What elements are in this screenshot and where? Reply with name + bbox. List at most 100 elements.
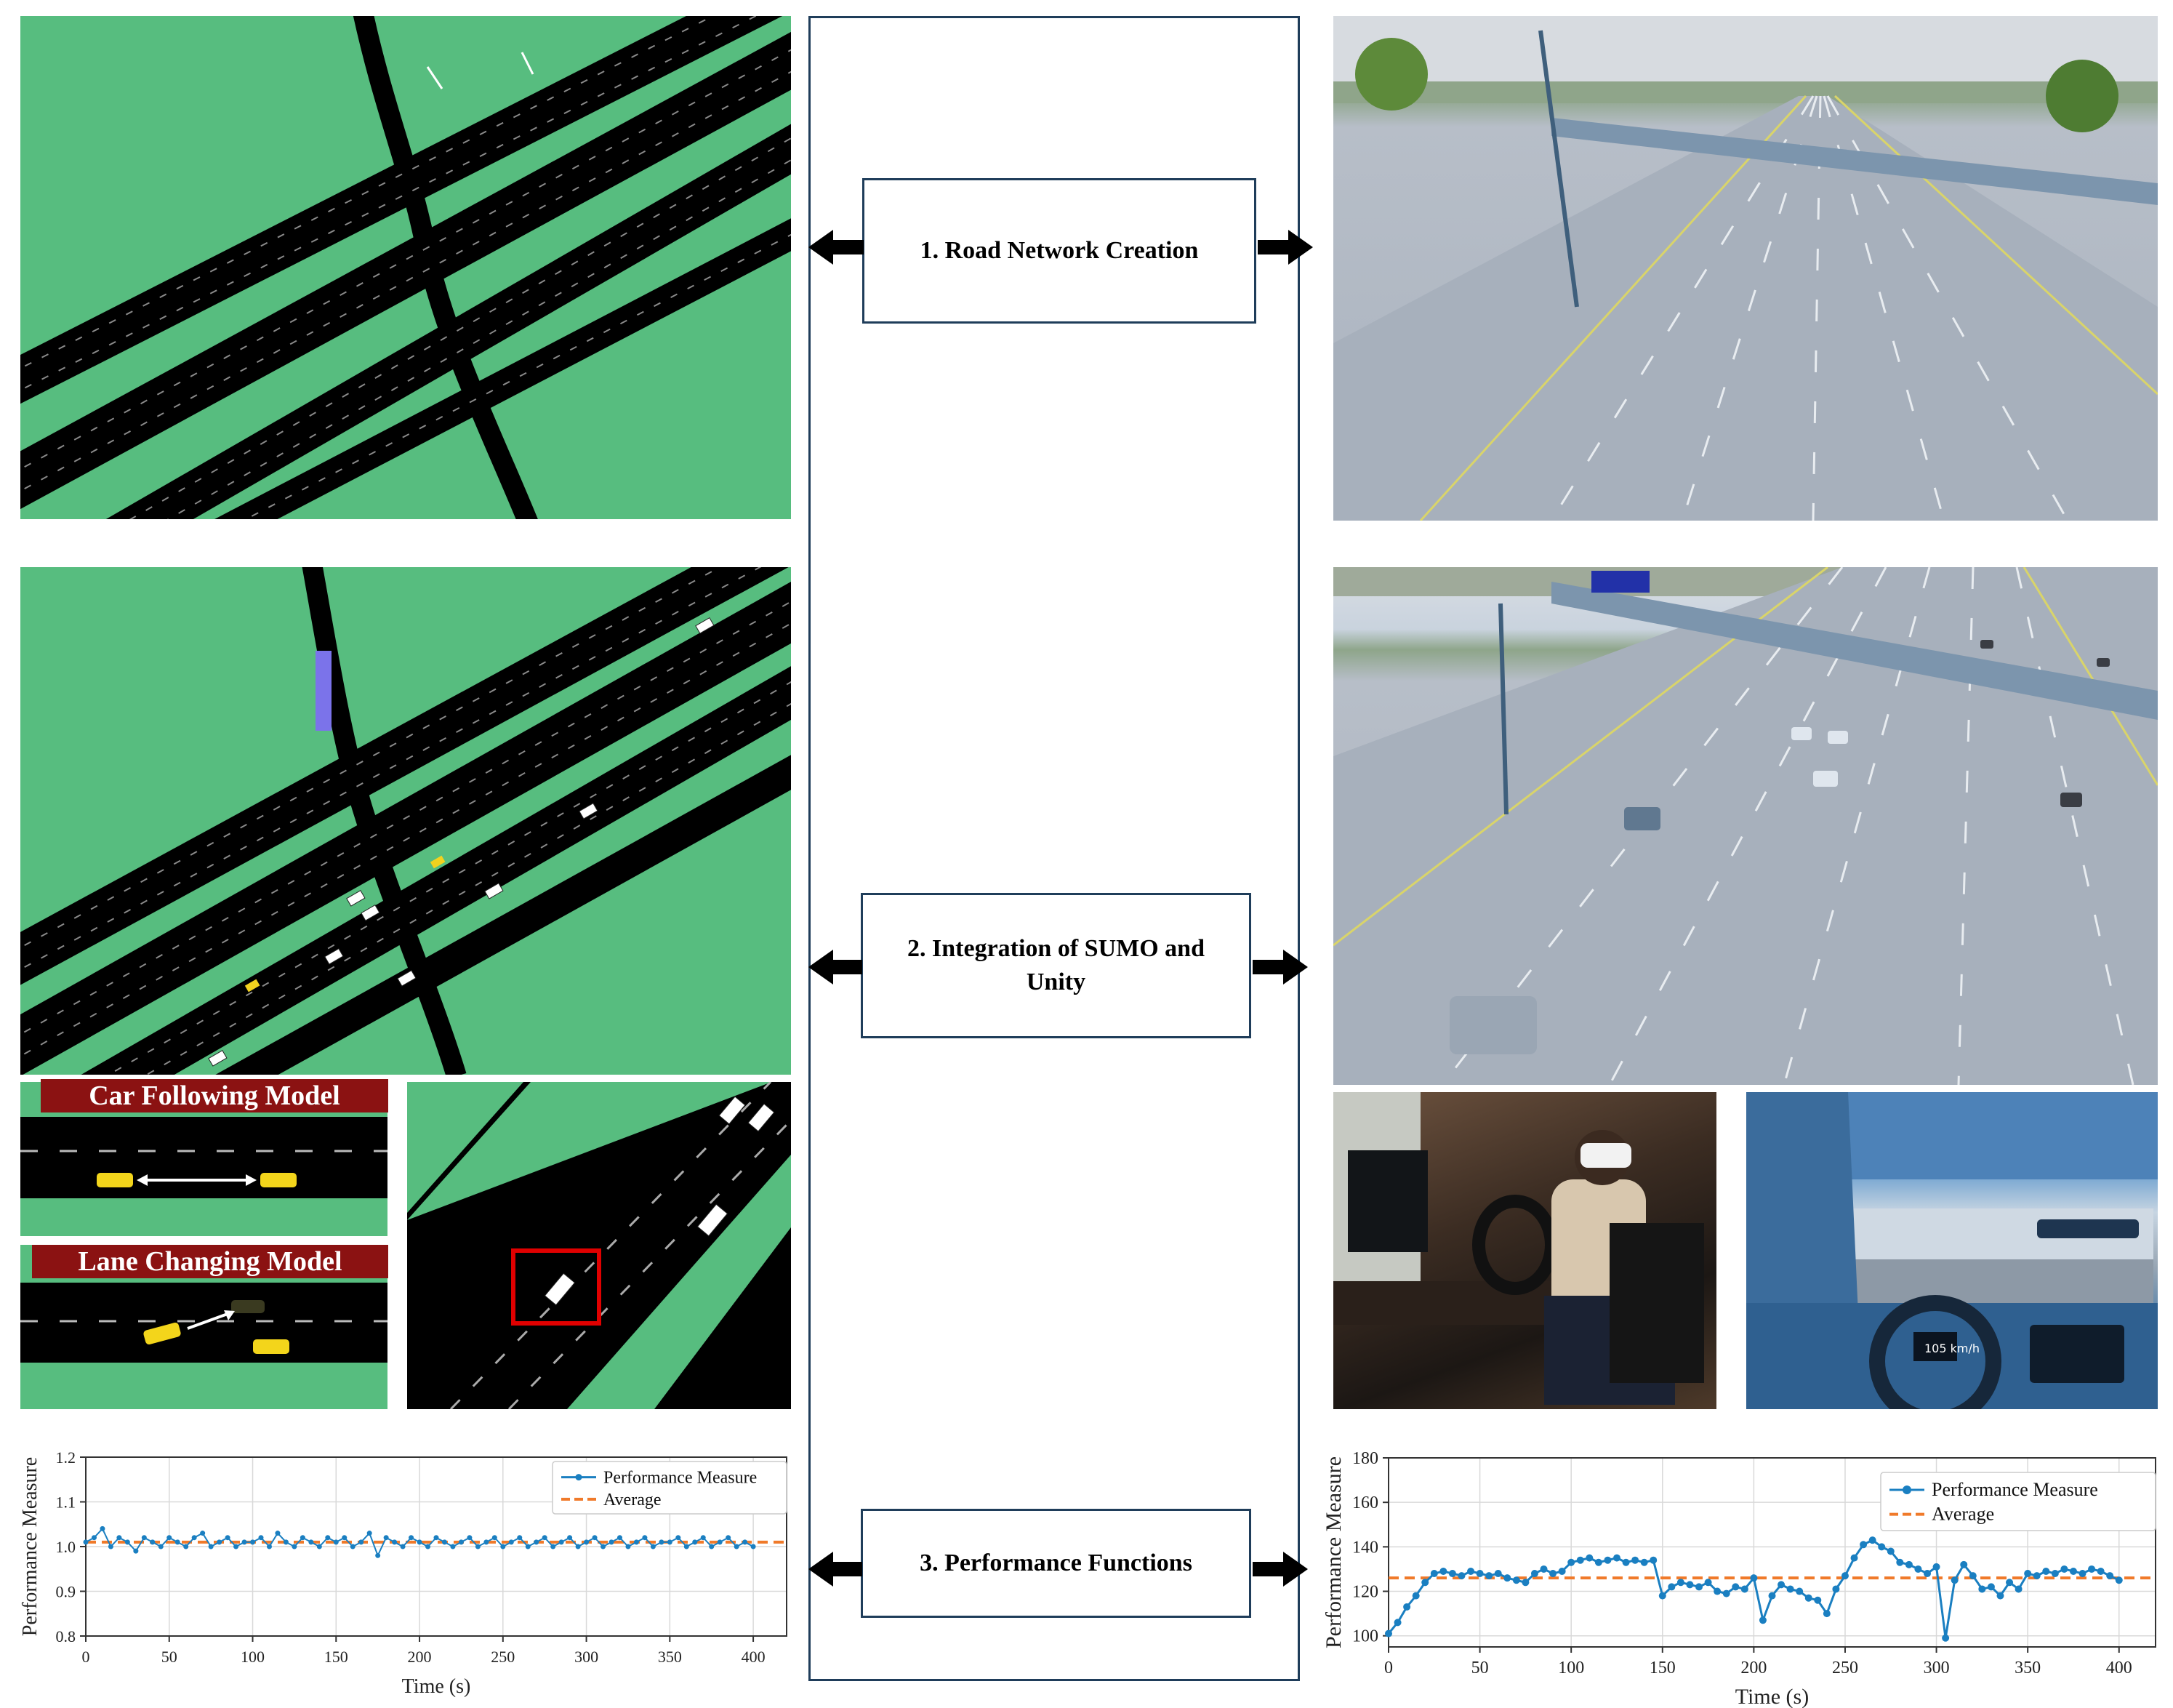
- performance-point: [433, 1535, 439, 1541]
- unity-road-graphic: [1333, 16, 2158, 521]
- performance-point: [417, 1539, 422, 1545]
- performance-point: [659, 1539, 664, 1545]
- performance-point: [667, 1539, 672, 1545]
- performance-point: [258, 1535, 264, 1541]
- performance-point: [1439, 1568, 1447, 1575]
- follower-car: [260, 1173, 297, 1187]
- sumo-simulation-graphic: [20, 567, 791, 1075]
- legend-box: [552, 1461, 787, 1515]
- performance-point: [558, 1539, 564, 1545]
- performance-point: [1768, 1592, 1776, 1600]
- performance-point: [300, 1535, 305, 1541]
- performance-point: [225, 1535, 230, 1541]
- driver-photo-graphic: [1333, 1092, 1704, 1405]
- performance-point: [1786, 1585, 1794, 1593]
- performance-point: [608, 1539, 614, 1545]
- performance-point: [1576, 1556, 1584, 1564]
- legend-series-marker: [1903, 1486, 1911, 1494]
- performance-point: [1695, 1583, 1703, 1591]
- x-axis-label: Time (s): [402, 1675, 471, 1698]
- suv: [1624, 807, 1660, 830]
- arrow-right-3: [1253, 1552, 1308, 1587]
- performance-point: [592, 1535, 598, 1541]
- center-screen: [2030, 1325, 2124, 1383]
- performance-point: [1540, 1565, 1548, 1573]
- performance-point: [1530, 1570, 1538, 1578]
- performance-point: [1586, 1554, 1594, 1562]
- performance-point: [467, 1535, 473, 1541]
- x-tick-label: 50: [1471, 1659, 1489, 1677]
- performance-point: [1594, 1558, 1602, 1566]
- performance-point: [584, 1539, 590, 1545]
- performance-point: [217, 1539, 222, 1545]
- performance-point: [150, 1539, 156, 1545]
- performance-point: [491, 1535, 497, 1541]
- performance-point: [1448, 1570, 1456, 1578]
- performance-point: [1887, 1547, 1895, 1555]
- performance-point: [358, 1539, 364, 1545]
- performance-point: [1494, 1570, 1502, 1578]
- performance-point: [1714, 1587, 1722, 1595]
- performance-point: [1549, 1570, 1557, 1578]
- performance-point: [1622, 1558, 1630, 1566]
- performance-point: [1832, 1585, 1840, 1593]
- performance-point: [1732, 1583, 1740, 1591]
- y-tick-label: 1.1: [56, 1494, 76, 1512]
- performance-point: [475, 1544, 481, 1549]
- performance-point: [83, 1539, 89, 1545]
- performance-point: [91, 1535, 97, 1541]
- sumo-zoom-view: [407, 1082, 791, 1409]
- performance-point: [441, 1539, 447, 1545]
- performance-point: [1658, 1592, 1666, 1600]
- rear-mirror: [2037, 1219, 2139, 1238]
- x-tick-label: 350: [2015, 1659, 2041, 1677]
- performance-point: [1485, 1572, 1493, 1580]
- performance-point: [1686, 1581, 1694, 1589]
- performance-point: [1960, 1560, 1968, 1568]
- changing-car: [143, 1322, 181, 1345]
- y-axis-label: Performance Measure: [19, 1457, 41, 1636]
- y-tick-label: 180: [1352, 1449, 1378, 1468]
- performance-point: [383, 1535, 389, 1541]
- performance-point: [525, 1544, 531, 1549]
- performance-point: [1722, 1589, 1730, 1597]
- x-tick-label: 0: [82, 1648, 90, 1666]
- performance-point: [683, 1544, 689, 1549]
- vr-cockpit-graphic: 105 km/h: [1746, 1092, 2158, 1409]
- unity-road-view: [1333, 16, 2158, 521]
- performance-point: [709, 1544, 715, 1549]
- performance-point: [1896, 1558, 1904, 1566]
- performance-point: [1740, 1585, 1748, 1593]
- y-tick-label: 140: [1352, 1538, 1378, 1557]
- performance-point: [1650, 1556, 1658, 1564]
- performance-point: [1503, 1574, 1511, 1582]
- performance-point: [400, 1544, 406, 1549]
- legend-average-label: Average: [603, 1491, 662, 1509]
- performance-point: [1412, 1592, 1420, 1600]
- x-tick-label: 400: [742, 1648, 766, 1666]
- lane-changing-graphic: [20, 1283, 387, 1363]
- performance-point: [133, 1548, 139, 1554]
- arrow-right-1: [1258, 230, 1313, 265]
- performance-point: [166, 1535, 172, 1541]
- x-tick-label: 50: [161, 1648, 177, 1666]
- performance-point: [1394, 1619, 1402, 1627]
- plot-frame: [1388, 1457, 2156, 1648]
- performance-point: [2033, 1572, 2041, 1580]
- performance-point: [308, 1539, 314, 1545]
- legend-average-label: Average: [1932, 1504, 1994, 1525]
- performance-point: [283, 1539, 289, 1545]
- performance-point: [1814, 1596, 1822, 1604]
- performance-point: [1850, 1554, 1858, 1562]
- performance-point: [2078, 1570, 2086, 1578]
- performance-point: [1704, 1579, 1712, 1587]
- van: [1450, 996, 1537, 1054]
- unity-traffic-view: [1333, 567, 2158, 1085]
- legend-series-label: Performance Measure: [1932, 1479, 2098, 1500]
- performance-point: [208, 1544, 214, 1549]
- y-tick-label: 0.9: [56, 1583, 76, 1601]
- lane-changing-title: Lane Changing Model: [32, 1245, 388, 1278]
